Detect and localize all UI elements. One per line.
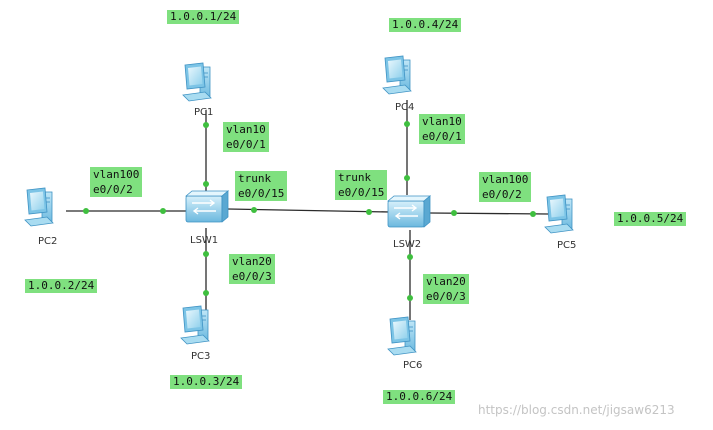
pc5-label: PC5 xyxy=(557,240,577,251)
lsw2-label: LSW2 xyxy=(393,239,422,250)
endpoint-dot xyxy=(407,295,413,301)
port-text: e0/0/2 xyxy=(482,188,522,201)
endpoint-dot xyxy=(203,181,209,187)
port-text: e0/0/3 xyxy=(232,270,272,283)
link-pc5-lsw2 xyxy=(429,212,549,215)
pc6-label: PC6 xyxy=(403,360,423,371)
pc4-icon[interactable] xyxy=(382,55,412,95)
port-text: e0/0/2 xyxy=(93,183,133,196)
vlan-text: vlan100 xyxy=(482,173,529,186)
endpoint-dot xyxy=(366,209,372,215)
port-text: e0/0/1 xyxy=(226,138,266,151)
pc2-ip-label: 1.0.0.2/24 xyxy=(25,279,98,293)
lsw1-pc3-port-label: vlan20 e0/0/3 xyxy=(229,254,275,284)
pc6-icon[interactable] xyxy=(387,316,417,356)
endpoint-dot xyxy=(203,251,209,257)
vlan-text: vlan20 xyxy=(232,255,272,268)
lsw1-trunk-port-label: trunk e0/0/15 xyxy=(235,171,288,201)
pc5-icon[interactable] xyxy=(544,194,574,234)
pc6-ip-label: 1.0.0.6/24 xyxy=(383,390,456,404)
lsw2-pc5-port-label: vlan100 e0/0/2 xyxy=(479,172,532,202)
pc1-ip-label: 1.0.0.1/24 xyxy=(167,10,240,24)
lsw1-label: LSW1 xyxy=(190,235,219,246)
endpoint-dot xyxy=(530,211,536,217)
port-text: e0/0/1 xyxy=(422,130,462,143)
endpoint-dot xyxy=(83,208,89,214)
pc1-label: PC1 xyxy=(194,107,214,118)
endpoint-dot xyxy=(203,122,209,128)
endpoint-dot xyxy=(404,175,410,181)
lsw2-switch-icon[interactable] xyxy=(387,195,431,228)
pc1-icon[interactable] xyxy=(182,62,212,102)
pc2-label: PC2 xyxy=(38,236,58,247)
pc4-ip-label: 1.0.0.4/24 xyxy=(389,18,462,32)
port-text: e0/0/15 xyxy=(238,187,285,200)
lsw2-pc6-port-label: vlan20 e0/0/3 xyxy=(423,274,469,304)
port-text: e0/0/15 xyxy=(338,186,385,199)
endpoint-dot xyxy=(251,207,257,213)
endpoint-dot xyxy=(160,208,166,214)
lsw1-pc1-port-label: vlan10 e0/0/1 xyxy=(223,122,269,152)
watermark: https://blog.csdn.net/jigsaw6213 xyxy=(478,403,675,417)
vlan-text: trunk xyxy=(238,172,272,185)
lsw2-pc4-port-label: vlan10 e0/0/1 xyxy=(419,114,465,144)
pc2-icon[interactable] xyxy=(24,187,54,227)
vlan-text: vlan100 xyxy=(93,168,140,181)
vlan-text: vlan10 xyxy=(226,123,266,136)
pc3-ip-label: 1.0.0.3/24 xyxy=(170,375,243,389)
endpoint-dot xyxy=(407,254,413,260)
lsw1-switch-icon[interactable] xyxy=(185,190,229,223)
vlan-text: vlan10 xyxy=(422,115,462,128)
lsw2-trunk-port-label: trunk e0/0/15 xyxy=(335,170,388,200)
pc3-label: PC3 xyxy=(191,351,211,362)
link-endpoints xyxy=(83,121,536,301)
pc5-ip-label: 1.0.0.5/24 xyxy=(614,212,687,226)
endpoint-dot xyxy=(451,210,457,216)
vlan-text: trunk xyxy=(338,171,372,184)
endpoint-dot xyxy=(203,290,209,296)
pc3-icon[interactable] xyxy=(180,305,210,345)
pc4-label: PC4 xyxy=(395,102,415,113)
port-text: e0/0/3 xyxy=(426,290,466,303)
lsw1-pc2-port-label: vlan100 e0/0/2 xyxy=(90,167,143,197)
vlan-text: vlan20 xyxy=(426,275,466,288)
endpoint-dot xyxy=(404,121,410,127)
